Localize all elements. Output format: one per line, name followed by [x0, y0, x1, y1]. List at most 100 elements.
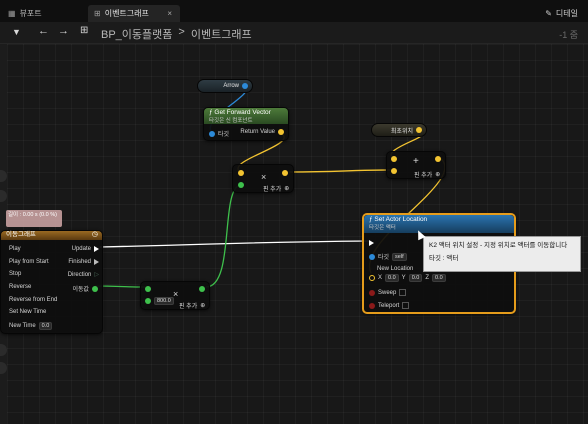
vector-pin[interactable]: [416, 127, 422, 133]
add-pin-label: 핀 추가: [414, 173, 433, 179]
add-pin-label: 핀 추가: [179, 304, 198, 310]
tab-viewport[interactable]: ▦ 뷰포트: [8, 5, 88, 22]
back-arrow-icon[interactable]: ←: [38, 25, 49, 37]
bool-pin-icon: [369, 302, 375, 309]
reverse-label: Reverse: [9, 284, 32, 290]
target-self-value[interactable]: self: [392, 252, 407, 261]
function-icon: ƒ: [209, 109, 215, 116]
node-header: ƒ Set Actor Location 타깃은 액터: [364, 215, 514, 233]
node-title: Set Actor Location: [374, 216, 428, 223]
location-y-field[interactable]: 0.0: [408, 274, 423, 282]
arrow-variable-label: Arrow: [223, 83, 239, 89]
vector-pin[interactable]: [391, 156, 397, 162]
node-subtitle: 타깃은 신 컴포넌트: [209, 117, 253, 124]
tab-details-label: 디테일: [555, 9, 578, 18]
tooltip-description: K2 액터 위치 설정 - 지정 위치로 액터를 이동합니다: [429, 242, 568, 249]
vector-out-pin[interactable]: [282, 170, 288, 176]
play-from-start-label: Play from Start: [9, 259, 49, 265]
node-header: ƒ Get Forward Vector 타깃은 신 컴포넌트: [204, 108, 288, 124]
return-value-pin[interactable]: Return Value: [240, 129, 284, 135]
start-location-label: 최초위치: [390, 128, 413, 135]
panel-handle[interactable]: [0, 190, 7, 202]
target-pin[interactable]: 타깃 self: [369, 252, 407, 261]
target-pin-label: 타깃: [218, 132, 230, 138]
new-location-pin[interactable]: X 0.0 Y 0.0 Z 0.0: [369, 274, 446, 282]
start-location-variable-node[interactable]: 최초위치: [371, 123, 427, 137]
exec-in-pin[interactable]: [369, 240, 374, 246]
add-pin-button[interactable]: 핀 추가 ⊕: [414, 170, 440, 179]
teleport-pin[interactable]: Teleport: [369, 302, 410, 309]
reverse-from-end-label: Reverse from End: [9, 297, 58, 303]
add-pin-label: 핀 추가: [263, 187, 282, 193]
set-new-time-pin[interactable]: Set New Time: [9, 309, 46, 315]
exec-pin-icon: [94, 259, 99, 265]
sweep-label: Sweep: [378, 289, 397, 296]
stop-pin[interactable]: Stop: [9, 271, 21, 277]
sweep-checkbox[interactable]: [399, 289, 407, 296]
graph-icon: ⊞: [94, 9, 101, 18]
target-pin[interactable]: 타깃: [209, 129, 229, 138]
arrow-variable-node[interactable]: Arrow: [197, 79, 253, 93]
x-axis-label: X: [378, 275, 383, 281]
tab-event-graph[interactable]: ⊞ 이벤트그래프 ×: [88, 5, 180, 22]
enum-pin-icon: ▷: [94, 272, 99, 278]
plus-circle-icon: ⊕: [435, 172, 441, 178]
panel-handle[interactable]: [0, 170, 7, 182]
function-icon: ƒ: [369, 216, 375, 223]
new-time-pin[interactable]: New Time 0.0: [9, 322, 53, 330]
float-pin-icon: [92, 285, 98, 292]
update-pin[interactable]: Update: [72, 246, 99, 252]
add-node[interactable]: + 핀 추가 ⊕: [386, 151, 446, 179]
multiplier-value-field[interactable]: 800.0: [154, 297, 174, 305]
float-pin[interactable]: [145, 286, 151, 292]
forward-arrow-icon[interactable]: →: [58, 25, 69, 37]
multiply-float-node[interactable]: 800.0 × 핀 추가 ⊕: [140, 281, 210, 310]
reverse-pin[interactable]: Reverse: [9, 284, 31, 290]
panel-handle[interactable]: [0, 344, 7, 356]
vector-pin[interactable]: [391, 168, 397, 174]
vector-out-pin[interactable]: [435, 156, 441, 162]
reverse-from-end-pin[interactable]: Reverse from End: [9, 297, 57, 303]
node-tooltip: K2 액터 위치 설정 - 지정 위치로 액터를 이동합니다 타깃 : 액터: [423, 236, 581, 272]
new-time-value[interactable]: 0.0: [38, 322, 53, 330]
object-pin[interactable]: [242, 83, 248, 89]
get-forward-vector-node[interactable]: ƒ Get Forward Vector 타깃은 신 컴포넌트 타깃 Retur…: [203, 107, 289, 141]
float-out-pin[interactable]: [199, 286, 205, 292]
tooltip-target: 타깃 : 액터: [429, 255, 459, 262]
object-pin-icon: [369, 253, 375, 260]
tab-details[interactable]: ✎ 디테일: [545, 8, 578, 19]
bookmark-icon[interactable]: ▼: [12, 27, 21, 37]
location-x-field[interactable]: 0.0: [385, 274, 399, 282]
play-pin[interactable]: Play: [9, 246, 21, 252]
viewport-icon: ▦: [8, 9, 16, 18]
plus-circle-icon: ⊕: [284, 186, 290, 192]
multiply-node[interactable]: × 핀 추가 ⊕: [232, 164, 294, 193]
stop-label: Stop: [9, 271, 22, 277]
multiply-symbol: ×: [173, 289, 179, 299]
plus-circle-icon: ⊕: [200, 303, 206, 309]
new-location-label: New Location: [377, 266, 414, 272]
breadcrumb-blueprint[interactable]: BP_이동플랫폼: [101, 29, 173, 41]
teleport-checkbox[interactable]: [402, 302, 410, 309]
add-pin-button[interactable]: 핀 추가 ⊕: [179, 301, 205, 310]
finished-label: Finished: [68, 259, 91, 265]
breadcrumb-separator: >: [178, 26, 185, 38]
finished-pin[interactable]: Finished: [68, 259, 99, 265]
breadcrumb-graph[interactable]: 이벤트그래프: [190, 29, 252, 41]
float-pin[interactable]: [145, 298, 151, 304]
add-pin-button[interactable]: 핀 추가 ⊕: [263, 184, 289, 193]
panel-handle[interactable]: [0, 362, 7, 374]
timeline-node[interactable]: 이동그래프 ◷ Play Play from Start Stop Revers…: [0, 230, 103, 334]
close-icon[interactable]: ×: [167, 9, 172, 18]
sweep-pin[interactable]: Sweep: [369, 289, 407, 296]
zoom-level: -1 줌: [559, 30, 578, 40]
node-header: 이동그래프 ◷: [1, 231, 102, 240]
direction-pin[interactable]: Direction ▷: [68, 271, 99, 279]
move-value-pin[interactable]: 이동값: [72, 284, 98, 293]
node-title: Get Forward Vector: [214, 109, 271, 116]
location-z-field[interactable]: 0.0: [432, 274, 446, 282]
node-title: 이동그래프: [6, 231, 36, 238]
play-from-start-pin[interactable]: Play from Start: [9, 259, 49, 265]
vector-pin[interactable]: [238, 170, 244, 176]
float-pin[interactable]: [238, 182, 244, 188]
